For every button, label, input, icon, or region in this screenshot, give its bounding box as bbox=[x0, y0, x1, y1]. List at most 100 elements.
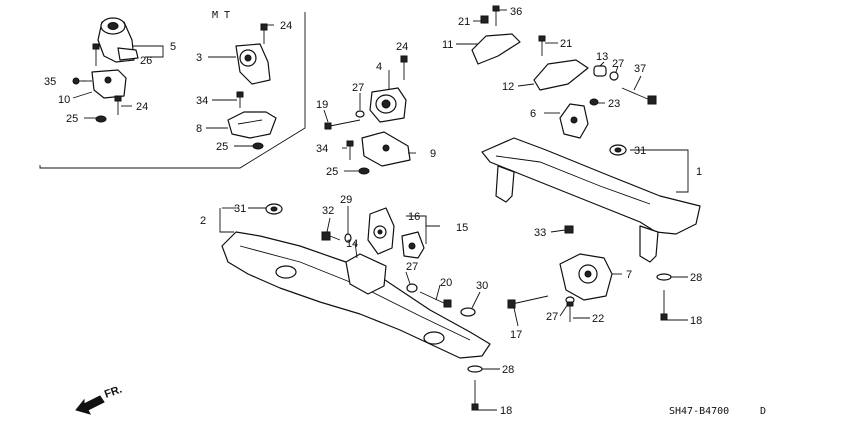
callout-2: 2 bbox=[200, 215, 206, 227]
callout-24-a: 24 bbox=[136, 101, 148, 113]
callout-21-a: 21 bbox=[458, 16, 470, 28]
callout-32: 32 bbox=[322, 205, 334, 217]
callout-23: 23 bbox=[608, 98, 620, 110]
callout-16: 16 bbox=[408, 211, 420, 223]
callout-24-b: 24 bbox=[280, 20, 292, 32]
callout-20: 20 bbox=[440, 277, 452, 289]
callout-26: 26 bbox=[140, 55, 152, 67]
callout-5: 5 bbox=[170, 41, 176, 53]
callout-27-b: 27 bbox=[612, 58, 624, 70]
callout-15: 15 bbox=[456, 222, 468, 234]
callout-35: 35 bbox=[44, 76, 56, 88]
callout-labels: 5 26 35 10 24 25 3 24 34 8 25 24 4 27 19… bbox=[44, 6, 702, 417]
diagram-code: SH47-B4700 bbox=[669, 406, 729, 417]
callout-18-a: 18 bbox=[690, 315, 702, 327]
front-direction-arrow: FR. bbox=[75, 383, 124, 415]
mt-inset-frame bbox=[39, 12, 306, 169]
bracket-part-12 bbox=[533, 59, 589, 91]
bolt-part-18-a bbox=[660, 290, 668, 321]
nut-part-25-a bbox=[95, 115, 107, 123]
bracket-part-9 bbox=[361, 131, 411, 167]
callout-9: 9 bbox=[430, 148, 436, 160]
nut-part-30 bbox=[460, 307, 476, 317]
callout-31-a: 31 bbox=[234, 203, 246, 215]
mt-label: M T bbox=[212, 10, 230, 21]
bolt-part-36 bbox=[492, 5, 500, 26]
callout-29: 29 bbox=[340, 194, 352, 206]
fr-label: FR. bbox=[103, 383, 124, 400]
callout-25-a: 25 bbox=[66, 113, 78, 125]
callout-14: 14 bbox=[346, 238, 358, 250]
bolt-part-24-a bbox=[114, 95, 122, 115]
bolt-part-24-b bbox=[260, 23, 268, 44]
bolt-part-18-b bbox=[471, 380, 479, 411]
callout-33: 33 bbox=[534, 227, 546, 239]
bracket-part-10 bbox=[91, 69, 127, 99]
callout-10: 10 bbox=[58, 94, 70, 106]
callout-8: 8 bbox=[196, 123, 202, 135]
bracket-part-14 bbox=[345, 253, 387, 295]
mount-part-3 bbox=[235, 43, 271, 85]
callout-34-a: 34 bbox=[196, 95, 208, 107]
nut-part-31-a bbox=[265, 203, 283, 215]
callout-22: 22 bbox=[592, 313, 604, 325]
callout-31-b: 31 bbox=[634, 145, 646, 157]
callout-1: 1 bbox=[696, 166, 702, 178]
callout-27-a: 27 bbox=[352, 82, 364, 94]
nut-part-31-b bbox=[609, 144, 627, 156]
callout-27-d: 27 bbox=[546, 311, 558, 323]
callout-25-c: 25 bbox=[326, 166, 338, 178]
mount-part-4 bbox=[369, 87, 407, 123]
callout-13: 13 bbox=[596, 51, 608, 63]
bracket-part-11 bbox=[471, 33, 521, 65]
bushing-part-15 bbox=[401, 231, 425, 259]
bolt-part-21-b bbox=[538, 35, 546, 56]
callout-28-a: 28 bbox=[690, 272, 702, 284]
bolt-part-37 bbox=[621, 87, 657, 105]
bolt-part-22 bbox=[566, 301, 574, 322]
callout-28-b: 28 bbox=[502, 364, 514, 376]
callout-19: 19 bbox=[316, 99, 328, 111]
mount-part-8 bbox=[227, 111, 277, 139]
callout-17: 17 bbox=[510, 329, 522, 341]
crossmember-part-1 bbox=[481, 137, 701, 263]
nut-part-33 bbox=[564, 225, 574, 234]
callout-12: 12 bbox=[502, 81, 514, 93]
leader-lines bbox=[72, 9, 689, 411]
bolt-part-26 bbox=[92, 43, 100, 66]
callout-36: 36 bbox=[510, 6, 522, 18]
callout-21-b: 21 bbox=[560, 38, 572, 50]
callout-27-c: 27 bbox=[406, 261, 418, 273]
bolt-part-19 bbox=[324, 119, 361, 130]
callout-25-b: 25 bbox=[216, 141, 228, 153]
washer-part-27-c bbox=[406, 283, 418, 293]
callout-4: 4 bbox=[376, 61, 382, 73]
callout-11: 11 bbox=[442, 39, 453, 51]
mount-part-5 bbox=[97, 17, 139, 63]
callout-6: 6 bbox=[530, 108, 536, 120]
mount-part-16 bbox=[367, 207, 395, 255]
washer-part-28-a bbox=[656, 273, 672, 281]
mount-part-6 bbox=[559, 103, 589, 139]
callout-37: 37 bbox=[634, 63, 646, 75]
mount-part-7 bbox=[559, 253, 613, 301]
washer-part-27-b bbox=[609, 71, 619, 81]
callout-34-b: 34 bbox=[316, 143, 328, 155]
nut-part-23 bbox=[589, 98, 599, 106]
nut-part-25-b bbox=[252, 142, 264, 150]
bolt-part-34-a bbox=[236, 91, 244, 108]
nut-part-21-a bbox=[480, 15, 489, 24]
diagram-code-suffix: D bbox=[760, 406, 766, 417]
bolt-part-34-b bbox=[346, 140, 354, 160]
washer-part-27-a bbox=[355, 110, 365, 118]
bolt-part-32 bbox=[321, 231, 341, 241]
bolt-part-24-c bbox=[400, 55, 408, 80]
washer-part-28-b bbox=[467, 365, 483, 373]
nut-part-25-c bbox=[358, 167, 370, 175]
callout-30: 30 bbox=[476, 280, 488, 292]
callout-7: 7 bbox=[626, 269, 632, 281]
callout-18-b: 18 bbox=[500, 405, 512, 417]
bushing-part-13 bbox=[593, 65, 607, 77]
